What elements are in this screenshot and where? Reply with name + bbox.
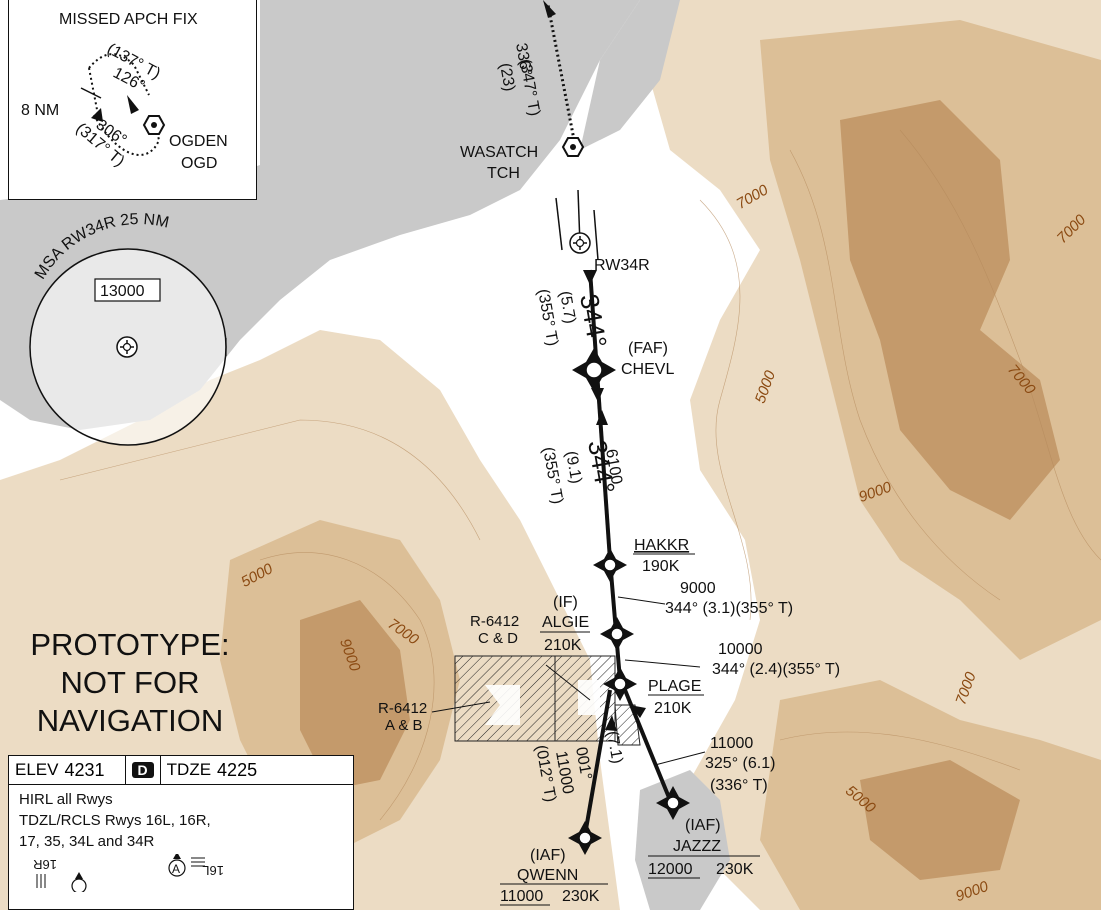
algie-fix-icon [600, 617, 634, 651]
jazzz-name: JAZZZ [673, 838, 721, 855]
watermark-line-3: NAVIGATION [36, 703, 224, 738]
mid-dist-label: (9.1) [562, 450, 584, 485]
jazzz-role: (IAF) [685, 817, 721, 834]
algie-name: ALGIE [542, 614, 589, 631]
hakkr-algie-info: 344° (3.1)(355° T) [665, 600, 793, 617]
qwenn-alt: 11000 [500, 888, 543, 905]
jazzz-true-label: (336° T) [710, 777, 768, 794]
beacon-icon [71, 878, 87, 892]
note-line: TDZL/RCLS Rwys 16L, 16R, [19, 812, 211, 829]
wasatch-id: TCH [487, 165, 520, 182]
missed-dist-label: (23) [496, 62, 518, 93]
final-course-label: 344° [574, 292, 613, 350]
jazzz-leg [623, 689, 672, 801]
hakkr-algie-alt: 9000 [680, 580, 716, 597]
plage-name: PLAGE [648, 678, 701, 695]
restricted-cd-label-2: C & D [478, 630, 518, 647]
plage-fix-icon [603, 667, 637, 701]
qwenn-leg [583, 689, 612, 836]
airport-elevation-bar: ELEV 4231 D TDZE 4225 [8, 755, 354, 785]
leader-lines [431, 596, 706, 766]
qwenn-fix-icon [568, 821, 602, 855]
rwy-label-16r: 16R [33, 857, 57, 872]
chevl-name: CHEVL [621, 361, 674, 378]
restricted-ab-label: R-6412 [378, 700, 427, 717]
rwy-label-16l: 16L [202, 863, 224, 878]
missed-approach-track [546, 4, 577, 146]
d-badge: D [131, 762, 154, 778]
mid-alt-label: 6100 [602, 448, 625, 486]
missed-approach-diagram: MISSED APCH FIX (137° T) 126° 8 NM 306° … [21, 11, 228, 172]
airport-diagram-fragment: 16R A 16L [33, 854, 224, 892]
mid-true-label: (355° T) [539, 446, 566, 506]
wasatch-vortac-icon [561, 137, 585, 157]
algie-plage-info: 344° (2.4)(355° T) [712, 661, 840, 678]
algie-plage-alt: 10000 [718, 641, 763, 658]
prototype-watermark: PROTOTYPE: NOT FOR NAVIGATION [10, 626, 250, 740]
contour-lines [59, 129, 1101, 821]
route-labels: (347° T) 336° (23) WASATCH TCH RW34R 344… [378, 42, 840, 906]
mid-course-label: 344° [582, 438, 621, 496]
note-line: HIRL all Rwys [19, 791, 113, 808]
approach-course [543, 0, 672, 836]
msa-center-fix-icon [116, 336, 138, 358]
ogden-id: OGD [181, 155, 217, 172]
ogden-name: OGDEN [169, 133, 228, 150]
missed-distance: 8 NM [21, 102, 59, 119]
missed-arrow-icon [543, 0, 556, 18]
final-dist-label: (5.7) [556, 290, 578, 325]
elev-label: ELEV [15, 760, 59, 779]
restricted-cd-label: R-6412 [470, 613, 519, 630]
runway-marking-icon [36, 874, 46, 888]
restricted-ab-label-2: A & B [385, 717, 423, 734]
rw34r-fix-icon [569, 232, 591, 254]
hakkr-speed: 190K [642, 558, 680, 575]
qwenn-role: (IAF) [530, 847, 566, 864]
chevl-role: (FAF) [628, 340, 668, 357]
hakkr-fix-icon [593, 548, 627, 582]
jazzz-speed: 230K [716, 861, 754, 878]
algie-speed: 210K [544, 637, 582, 654]
tower-a-icon [168, 859, 186, 877]
plage-speed: 210K [654, 700, 692, 717]
airport-notes: HIRL all Rwys TDZL/RCLS Rwys 16L, 16R, 1… [8, 785, 354, 910]
ogden-vor-icon [142, 115, 166, 135]
rw34r-label: RW34R [594, 257, 650, 274]
msa-altitude: 13000 [100, 283, 145, 300]
jazzz-fix-icon [656, 786, 690, 820]
chevl-fix-icon [572, 348, 616, 392]
fix-symbols [568, 348, 690, 855]
missed-course-label: 336° [512, 42, 534, 78]
watermark-line-2: NOT FOR [60, 665, 200, 700]
restricted-areas [454, 655, 641, 746]
tdze-label: TDZE [166, 760, 212, 779]
algie-role: (IF) [553, 594, 578, 611]
qwenn-speed: 230K [562, 888, 600, 905]
jazzz-course-label: 325° (6.1) [705, 755, 775, 772]
hakkr-name: HAKKR [634, 537, 689, 554]
qwenn-name: QWENN [517, 867, 578, 884]
missed-approach-inset: MISSED APCH FIX (137° T) 126° 8 NM 306° … [8, 0, 257, 200]
watermark-line-1: PROTOTYPE: [30, 627, 230, 662]
note-line: 17, 35, 34L and 34R [19, 833, 155, 850]
missed-approach-title: MISSED APCH FIX [59, 11, 198, 28]
runway-marking-icon-2 [191, 857, 205, 867]
elev-value: 4231 [64, 759, 105, 780]
tdze-value: 4225 [217, 759, 258, 780]
jazzz-alt-label: 11000 [710, 735, 753, 752]
wasatch-name: WASATCH [460, 144, 538, 161]
qwenn-course-label: 001° [572, 746, 594, 782]
jazzz-alt: 12000 [648, 861, 693, 878]
qwenn-dist-label: (7.1) [603, 730, 625, 765]
rwy-label-a: A [172, 862, 180, 876]
